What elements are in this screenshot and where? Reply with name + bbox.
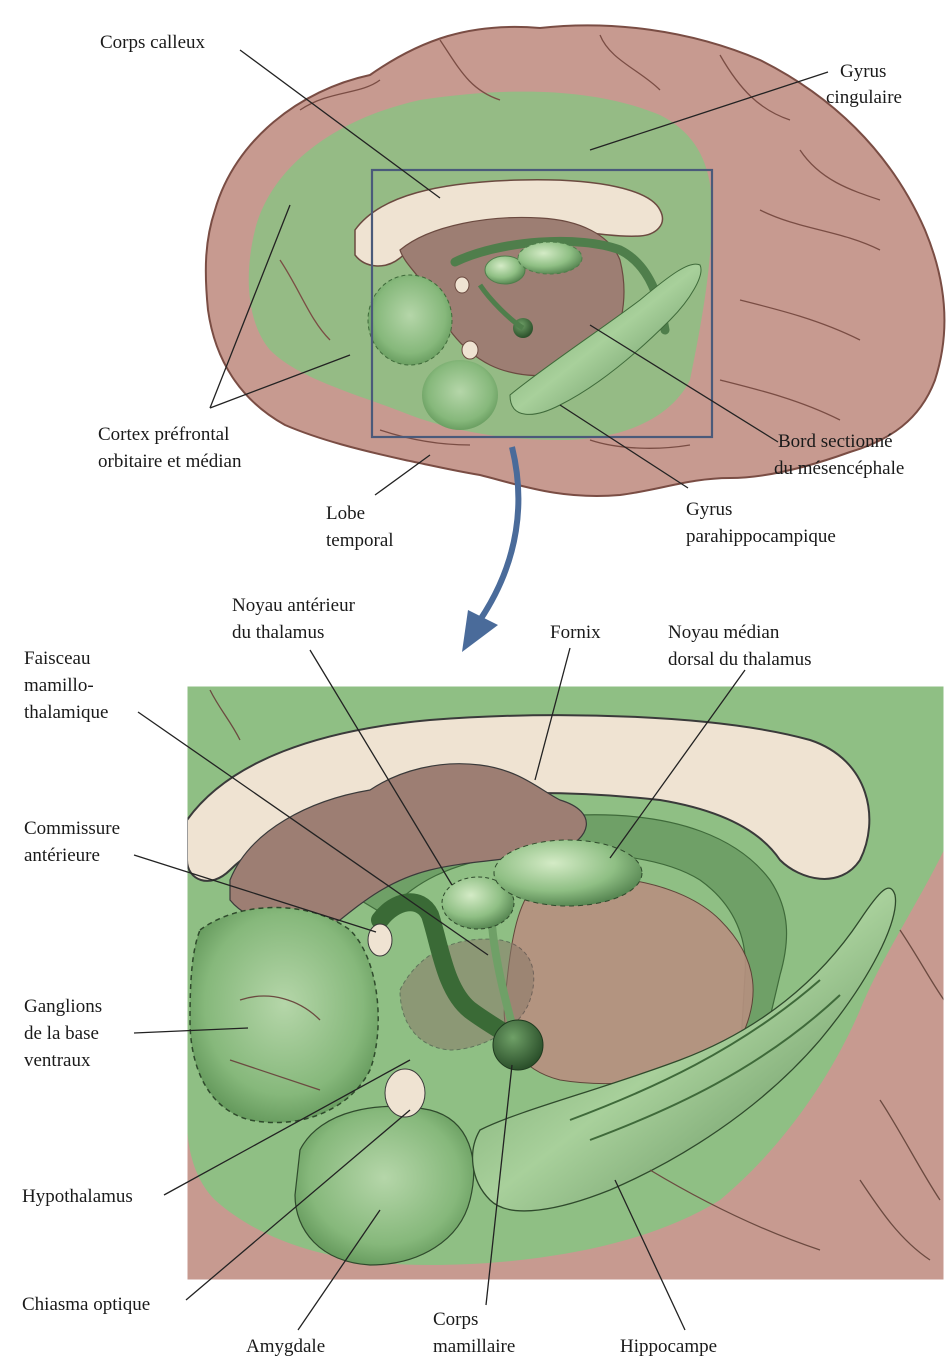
label-bord-sectionne-1: Bord sectionné (778, 431, 893, 452)
label-gyrus-cingulaire-2: cingulaire (826, 87, 902, 108)
label-corps-mamillaire-1: Corps (433, 1309, 478, 1330)
label-faisceau-1: Faisceau (24, 648, 91, 669)
label-noyau-anterieur-2: du thalamus (232, 622, 324, 643)
label-noyau-median-1: Noyau médian (668, 622, 780, 643)
label-noyau-median-2: dorsal du thalamus (668, 649, 812, 670)
chiasma-top (462, 341, 478, 359)
label-noyau-anterieur-1: Noyau antérieur (232, 595, 356, 616)
label-fornix: Fornix (550, 622, 601, 643)
label-hippocampe: Hippocampe (620, 1336, 717, 1357)
noyau-median-zoom (494, 840, 642, 906)
commissure-top (455, 277, 469, 293)
amygdale-top (422, 360, 498, 430)
label-ganglions-3: ventraux (24, 1050, 91, 1071)
ganglions-zoom (190, 908, 378, 1123)
label-gyrus-parahippo-2: parahippocampique (686, 526, 836, 547)
label-lobe-temporal-2: temporal (326, 530, 394, 551)
label-chiasma: Chiasma optique (22, 1294, 150, 1315)
label-commissure-2: antérieure (24, 845, 100, 866)
label-cortex-prefrontal-2: orbitaire et médian (98, 451, 242, 472)
label-ganglions-1: Ganglions (24, 996, 102, 1017)
label-ganglions-2: de la base (24, 1023, 99, 1044)
label-cortex-prefrontal-1: Cortex préfrontal (98, 424, 229, 445)
label-gyrus-parahippo-1: Gyrus (686, 499, 732, 520)
ganglions-top (368, 275, 452, 365)
zoom-illustration (187, 686, 944, 1280)
label-amygdale: Amygdale (246, 1336, 325, 1357)
label-corps-mamillaire-2: mamillaire (433, 1336, 515, 1357)
corps-mamillaire-zoom (493, 1020, 543, 1070)
label-faisceau-2: mamillo- (24, 675, 94, 696)
label-lobe-temporal-1: Lobe (326, 503, 365, 524)
label-bord-sectionne-2: du mésencéphale (774, 458, 904, 479)
noyau-median-top (518, 242, 582, 274)
commissure-zoom (368, 924, 392, 956)
label-hypothalamus: Hypothalamus (22, 1186, 133, 1207)
label-commissure-1: Commissure (24, 818, 120, 839)
label-gyrus-cingulaire-1: Gyrus (840, 61, 886, 82)
label-faisceau-3: thalamique (24, 702, 108, 723)
chiasma-zoom (385, 1069, 425, 1117)
label-corps-calleux: Corps calleux (100, 32, 206, 53)
